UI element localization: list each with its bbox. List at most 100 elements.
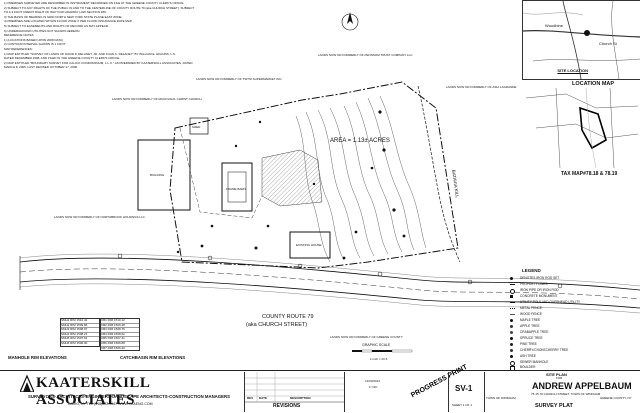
client-name: ANDREW APPELBAUM <box>532 381 632 391</box>
legend-item: UTILITY POLE AND OVERHEAD UTILITY <box>508 300 638 306</box>
manhole-row: SMH1 RIM 1510.42 <box>61 318 99 324</box>
manhole-elevations-title: MANHOLE RIM ELEVATIONS <box>8 355 67 360</box>
building-house <box>289 231 331 259</box>
legend-item: DENOTES IRON ROD SET <box>508 276 638 282</box>
building-small <box>189 117 209 135</box>
firm-tagline: SURVEYORS-ARCHITECTS-ENGINEERS-LANDSCAPE… <box>28 394 230 399</box>
sheet-number-block <box>448 372 485 412</box>
legend-item: CRABAPPLE TREE <box>508 330 638 336</box>
drawing-title: SURVEY PLAT <box>535 403 573 409</box>
stream-label: BATAVIA KILL <box>451 169 460 198</box>
parcel-label: LANDS NOW OR FORMERLY OF NORTHBROOK HOLD… <box>54 215 146 219</box>
building-label: SHED <box>192 125 201 129</box>
site-location-label: SITE LOCATION <box>557 68 588 73</box>
tax-map-title: TAX MAP#78.18 & 78.19 <box>561 171 618 177</box>
catchbasin-row: CB7 RIM 1506.40 <box>101 345 125 350</box>
note-line: 3) THE BASIS OF BEARING IS GRID NORTH NE… <box>4 14 123 19</box>
county-name: GREENE COUNTY, NY <box>600 396 632 400</box>
catchbasin-row: CB2 RIM 1509.48 <box>101 323 139 329</box>
map-road-label: Church St <box>599 41 618 46</box>
area-label: AREA = 1.13± ACRES <box>330 138 390 144</box>
property-boundary <box>169 81 459 269</box>
location-map-title: LOCATION MAP <box>572 81 615 87</box>
town-name: TOWN OF WINDHAM <box>486 396 516 400</box>
firm-address: CAIRO, NY TEL.(518)622-9667 WWW.KEAENG.C… <box>68 402 153 406</box>
graphic-scale-bar <box>352 349 413 353</box>
note-line: TO A 3 FOOT CREDIT RIGHT OF WAY FOR HIGH… <box>4 10 107 15</box>
note-line: 2) MAP ENTITLED "BOUNDARY SURVEY FOR CAL… <box>4 60 193 65</box>
catchbasin-row: CB3 RIM 1508.75 <box>101 328 139 333</box>
note-line: 2) SUBJECT TO ANY RIGHTS OF THE PUBLIC I… <box>4 5 195 10</box>
legend-item: PINE TREE <box>508 342 638 348</box>
legend-item: WOOD FENCE <box>508 312 638 318</box>
building-label: BUILDING <box>150 173 165 177</box>
note-line: 5) SUBJECT TO EASEMENTS AND RIGHTS OF RE… <box>4 23 109 28</box>
tax-map-drawing <box>526 88 638 168</box>
general-notes: 1) PREMISES SURVEYED ARE DESCRIBED IN IN… <box>4 1 252 71</box>
county-road <box>19 253 640 314</box>
stream-line <box>417 85 461 263</box>
parcel-label: LANDS NOW OR FORMERLY OF ASIA LAGRANDE <box>446 85 516 89</box>
rev-header: DATE <box>259 396 267 400</box>
road-label: COUNTY ROUTE 79 <box>262 314 314 320</box>
drawing-date: 12/03/2012 <box>365 379 381 383</box>
parcel-label: LANDS NOW OR FORMERLY OF PENNSOM TRUST C… <box>318 53 413 57</box>
manhole-row: SMH5 RIM 1507.64 <box>61 337 99 342</box>
catchbasin-row: CB5 RIM 1507.31 <box>101 337 139 342</box>
catchbasin-row: CB4 RIM 1508.02 <box>101 332 139 338</box>
revisions-label: REVISIONS <box>273 403 301 409</box>
project-type: SITE PLAN <box>546 372 567 377</box>
note-line: MARCH 8, 2005, LAST REVISED OCTOBER 17, … <box>4 65 78 70</box>
rev-header: DESCRIPTION <box>290 396 311 400</box>
parcel-label: LANDS NOW OR FORMERLY OF TSITSI SUPERMAR… <box>196 77 282 81</box>
parcel-label: LANDS NOW OR FORMERLY OF GREENE COUNTY <box>330 335 403 339</box>
scale-text: 1 inch = 20 ft. <box>370 357 388 361</box>
project-for: FOR <box>556 376 563 380</box>
rev-header: REV <box>247 396 254 400</box>
legend-item: PROPERTY LINES <box>508 282 638 288</box>
manhole-row: SMH4 RIM 1508.21 <box>61 332 99 338</box>
paved-parking <box>261 149 323 207</box>
note-line: 1) PREMISES SURVEYED ARE DESCRIBED IN IN… <box>4 1 184 5</box>
road-label-aka: (aka CHURCH STREET) <box>246 322 307 328</box>
revisions-grid <box>245 372 345 403</box>
title-block <box>0 370 640 413</box>
revisions-block: REV DATE DESCRIPTION <box>244 372 345 412</box>
legend-item: MAPLE TREE <box>508 318 638 324</box>
legend-title: LEGEND <box>522 268 541 273</box>
building-inner <box>227 171 247 203</box>
legend-item: SPRUCE TREE <box>508 336 638 342</box>
building-label: EXISTING HOUSE <box>296 243 322 247</box>
client-address: 75-15 79 CHURCH STREET, TOWN OF WINDHAM <box>531 392 601 396</box>
note-line: 2) CONTOUR INTERVAL SHOWN IS 1 FOOT. <box>4 42 66 47</box>
legend-item: SEWER MANHOLE <box>508 360 638 366</box>
utility-poles <box>117 253 563 289</box>
note-line: 1) (LOCATIONS BASED UPON 2008 DATA) <box>4 37 64 42</box>
catchbasin-table: CB1 RIM 1510.12 CB2 RIM 1509.48 CB3 RIM … <box>100 318 140 352</box>
drawing-info-block: 12/03/2012 1"=20' <box>344 372 403 412</box>
site-location-map: Woodbine Church St <box>522 0 640 80</box>
legend-item: APPLE TREE <box>508 324 638 330</box>
building-large <box>137 139 191 211</box>
firm-name: KAATERSKILL ASSOCIATES <box>36 375 150 408</box>
project-title-block <box>484 372 640 412</box>
graphic-scale-label: GRAPHIC SCALE <box>362 343 391 347</box>
legend-item: IRON PIPE OR IRON ROD <box>508 288 638 294</box>
sheet-count: SHEET 1 OF 1 <box>452 403 472 407</box>
parcel-label: LANDS NOW OR FORMERLY OF MCDOUGAL CHRIST… <box>112 97 202 101</box>
manhole-row: SMH6 RIM 1506.90 <box>61 340 88 345</box>
site-location-drawing: Woodbine Church St <box>522 0 640 80</box>
note-line: 6) UNDERGROUND UTILITIES NOT SHOWN HEREO… <box>4 28 81 33</box>
note-line: 1) MAP ENTITLED "SURVEY OF LANDS OF DAVI… <box>4 51 176 56</box>
note-line: DATED DECEMBER 1998, AND FILED IN THE GR… <box>4 56 121 61</box>
drawing-scale: 1"=20' <box>369 385 378 389</box>
map-road-label: Woodbine <box>545 23 564 28</box>
building-label: FRAME BARN <box>226 187 246 191</box>
manhole-row: SMH2 RIM 1509.86 <box>61 323 99 329</box>
catchbasin-row: CB1 RIM 1510.12 <box>101 318 139 324</box>
manhole-table: SMH1 RIM 1510.42 SMH2 RIM 1509.86 SMH3 R… <box>60 318 100 347</box>
legend-item: CHERRY/CHOKECHERRY TREE <box>508 348 638 354</box>
note-line: REFERENCE NOTES <box>4 33 34 38</box>
